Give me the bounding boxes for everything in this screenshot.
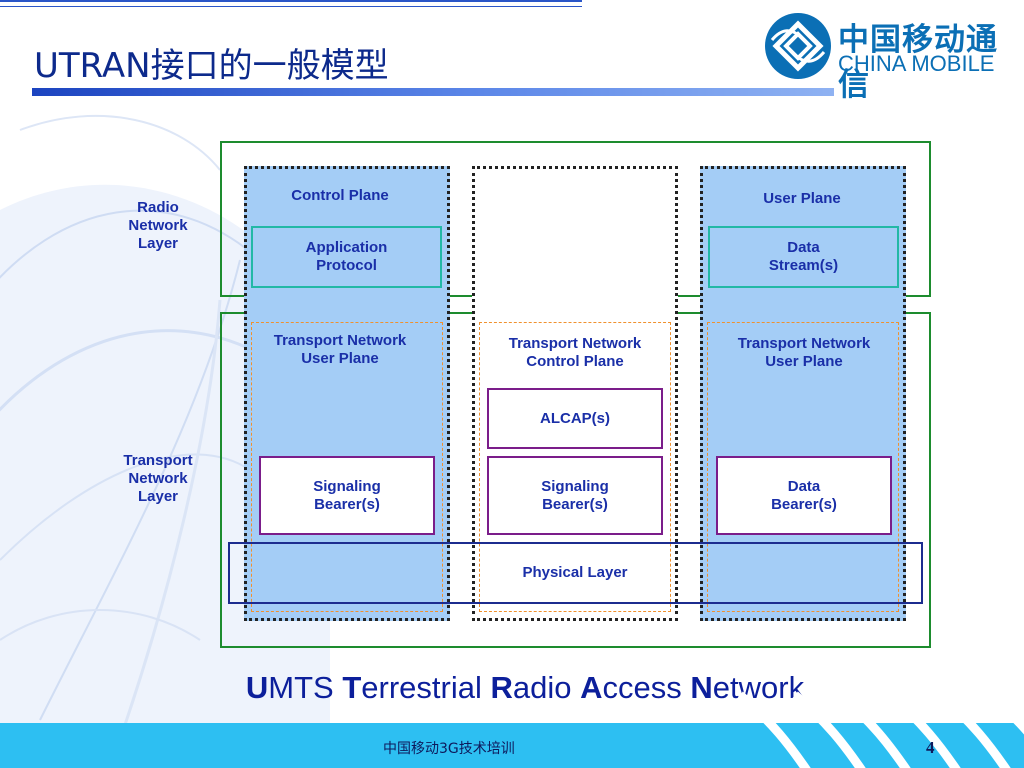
top-accent-line-thin (0, 6, 582, 7)
slide-title: UTRAN接口的一般模型 (34, 46, 389, 86)
signaling-bearer-mid-box: Signaling Bearer(s) (487, 456, 663, 535)
data-streams-box: Data Stream(s) (708, 226, 899, 288)
signaling-bearer-left-box: Signaling Bearer(s) (259, 456, 435, 535)
physical-layer-box (228, 542, 923, 604)
top-accent-line (0, 0, 582, 2)
logo-english-text: CHINA MOBILE (838, 51, 995, 76)
application-protocol-box: Application Protocol (251, 226, 442, 288)
footer-training-text: 中国移动3G技术培训 (383, 741, 515, 757)
footer-stripes-decoration (737, 691, 1024, 768)
tn-user-plane-left-region (251, 322, 443, 612)
title-underline-bar (32, 88, 834, 96)
tn-user-plane-right-region (707, 322, 899, 612)
tn-control-plane-region (479, 322, 671, 612)
tn-control-plane-label: Transport Network Control Plane (508, 335, 642, 370)
user-plane-label: User Plane (763, 190, 841, 207)
transport-network-layer-label: Transport Network Layer (123, 452, 193, 505)
tn-user-plane-right-label: Transport Network User Plane (737, 335, 871, 370)
physical-layer-label: Physical Layer (522, 564, 628, 581)
page-number: 4 (926, 738, 935, 757)
user-plane-column (700, 166, 906, 621)
data-bearers-box: Data Bearer(s) (716, 456, 892, 535)
control-plane-column (244, 166, 450, 621)
logo-chinese-text: 中国移动通信 (838, 22, 998, 103)
control-plane-label: Control Plane (291, 187, 389, 204)
umts-caption: UMTS Terrestrial Radio Access Network (245, 670, 805, 705)
alcap-box: ALCAP(s) (487, 388, 663, 449)
tn-user-plane-left-label: Transport Network User Plane (273, 332, 407, 367)
china-mobile-logo-icon (765, 13, 831, 79)
radio-network-layer-label: Radio Network Layer (128, 199, 188, 252)
